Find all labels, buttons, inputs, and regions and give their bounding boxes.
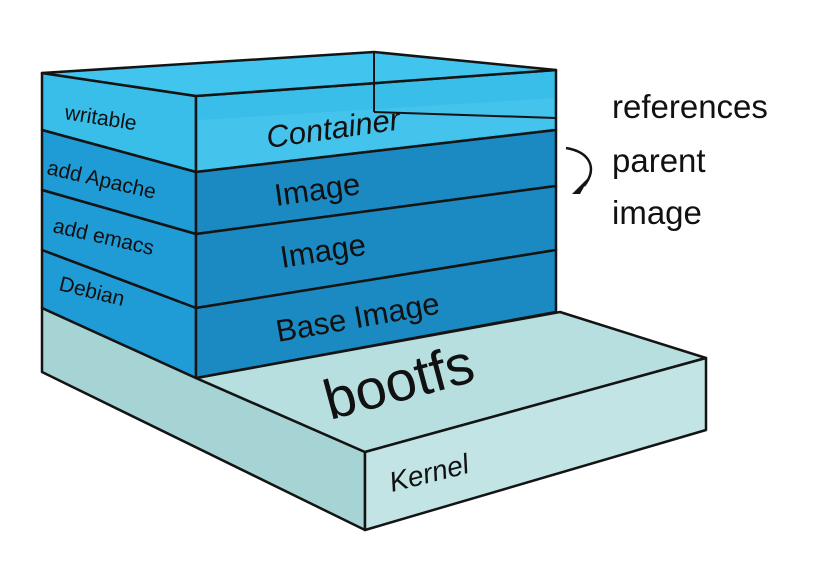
annotation-line-3: image (612, 194, 702, 231)
curved-arrow-icon (565, 146, 593, 187)
reference-annotation: references parent image (565, 88, 768, 231)
container-top-outline (40, 50, 558, 119)
container-top-face (40, 50, 558, 98)
annotation-line-2: parent (612, 142, 706, 179)
stack-front-face (194, 68, 558, 380)
annotation-line-1: references (612, 88, 768, 125)
container-back-bottom-edge (373, 111, 557, 119)
arrowhead-icon (572, 176, 590, 194)
bootfs-kernel-slab (40, 306, 708, 532)
slab-front-face (363, 356, 708, 532)
base-image-band (194, 248, 558, 380)
